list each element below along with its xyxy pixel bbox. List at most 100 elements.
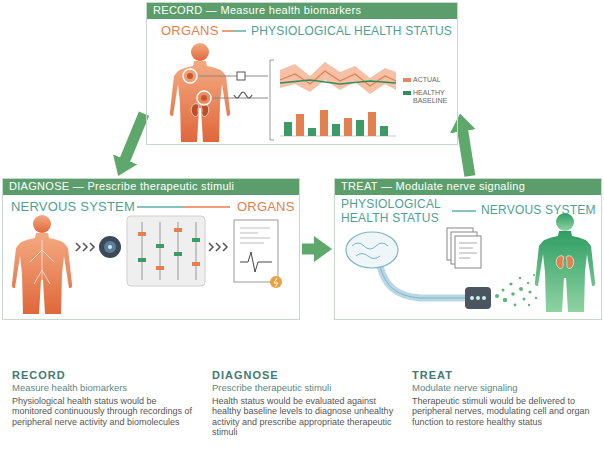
treat-illustration bbox=[465, 287, 491, 309]
treat-illustration bbox=[459, 243, 477, 258]
diagnose-illustration bbox=[156, 244, 164, 248]
treat-illustration bbox=[380, 266, 470, 298]
treat-illustration bbox=[495, 294, 499, 298]
treat-illustration bbox=[519, 277, 522, 280]
record-illustration bbox=[368, 112, 376, 136]
record-illustration bbox=[187, 73, 193, 79]
record-illustration bbox=[211, 98, 268, 99]
treat-illustration bbox=[455, 236, 481, 268]
step-panel: TREAT — Modulate nerve signalingPHYSIOLO… bbox=[334, 178, 602, 320]
panel-heading: ORGANS bbox=[237, 200, 295, 215]
record-illustration bbox=[308, 128, 316, 136]
record-illustration bbox=[170, 43, 230, 142]
record-illustration bbox=[356, 120, 364, 136]
diagnose-illustration bbox=[270, 276, 282, 288]
step-title: DIAGNOSE bbox=[212, 369, 279, 382]
record-illustration bbox=[222, 30, 234, 32]
panel-heading: PHYSIOLOGICAL HEALTH STATUS bbox=[251, 25, 452, 39]
diagnose-illustration bbox=[104, 241, 116, 253]
diagnose-illustration bbox=[192, 238, 200, 242]
record-illustration bbox=[170, 31, 396, 142]
treat-illustration bbox=[556, 256, 574, 269]
treat-illustration bbox=[535, 297, 537, 299]
record-illustration bbox=[191, 104, 209, 117]
treat-illustration bbox=[527, 282, 529, 284]
panel-heading: PHYSIOLOGICAL HEALTH STATUS bbox=[341, 198, 449, 226]
diagnose-illustration bbox=[234, 220, 278, 282]
treat-illustration bbox=[482, 296, 486, 300]
record-illustration bbox=[380, 126, 388, 136]
step-description: Physiological health status would be mon… bbox=[12, 396, 198, 427]
treat-illustration bbox=[533, 274, 535, 276]
treat-illustration bbox=[528, 290, 531, 293]
panel-header: RECORD — Measure health biomarkers bbox=[147, 3, 457, 19]
flow-arrow bbox=[118, 114, 144, 176]
legend-swatch bbox=[403, 91, 411, 95]
diagnose-illustration bbox=[138, 258, 146, 262]
panel-heading: NERVOUS SYSTEM bbox=[11, 200, 135, 215]
diagnose-illustration bbox=[209, 243, 227, 251]
diagnose-illustration bbox=[274, 278, 278, 287]
diagnose-illustration bbox=[138, 232, 146, 236]
treat-illustration bbox=[352, 243, 388, 259]
diagnose-illustration bbox=[192, 262, 200, 266]
treat-illustration bbox=[528, 304, 530, 306]
diagnose-illustration bbox=[174, 252, 182, 256]
diagnose-illustration bbox=[30, 240, 54, 290]
treat-illustration bbox=[502, 289, 505, 292]
treat-illustration bbox=[470, 296, 474, 300]
panel-header: TREAT — Modulate nerve signaling bbox=[335, 179, 601, 195]
treat-illustration bbox=[514, 304, 517, 307]
treat-illustration bbox=[346, 211, 595, 312]
treat-illustration bbox=[380, 266, 470, 298]
panel-header: DIAGNOSE — Prescribe therapeutic stimuli bbox=[3, 179, 299, 195]
diagnose-illustration bbox=[196, 222, 197, 280]
diagnose-illustration bbox=[12, 207, 282, 314]
diagnose-illustration bbox=[160, 222, 161, 280]
diagnose-illustration bbox=[156, 266, 164, 270]
diagnose-illustration bbox=[127, 216, 205, 286]
record-illustration bbox=[284, 122, 292, 136]
diagnose-illustration bbox=[240, 228, 270, 243]
step-title: TREAT bbox=[412, 369, 453, 382]
diagnose-illustration bbox=[184, 206, 230, 208]
step-subtitle: Prescribe therapeutic stimuli bbox=[212, 383, 331, 394]
diagnose-illustration bbox=[240, 252, 272, 272]
step-description: Health status would be evaluated against… bbox=[212, 396, 396, 437]
record-illustration bbox=[197, 76, 268, 77]
treat-illustration bbox=[509, 282, 512, 285]
record-illustration bbox=[234, 30, 246, 32]
record-illustration bbox=[270, 60, 274, 140]
flow-arrow bbox=[302, 244, 332, 255]
diagnose-illustration bbox=[137, 206, 184, 208]
flow-arrow bbox=[460, 114, 470, 176]
record-illustration bbox=[296, 114, 304, 136]
record-illustration bbox=[197, 91, 211, 105]
treat-illustration bbox=[495, 274, 537, 306]
diagnose-illustration bbox=[76, 243, 94, 251]
record-illustration bbox=[201, 95, 207, 101]
treat-illustration bbox=[346, 232, 398, 268]
treat-illustration bbox=[452, 210, 476, 212]
record-illustration bbox=[344, 118, 352, 136]
diagnose-illustration bbox=[12, 215, 72, 314]
record-illustration bbox=[280, 71, 396, 86]
record-illustration bbox=[234, 92, 252, 98]
record-illustration bbox=[280, 80, 396, 84]
treat-illustration bbox=[519, 287, 523, 291]
step-panel: RECORD — Measure health biomarkersORGANS… bbox=[146, 2, 458, 145]
step-subtitle: Measure health biomarkers bbox=[12, 383, 127, 394]
treat-illustration bbox=[535, 213, 595, 312]
treat-illustration bbox=[523, 298, 526, 301]
panel-heading: ORGANS bbox=[161, 24, 219, 39]
record-illustration bbox=[237, 72, 245, 80]
diagnose-illustration bbox=[108, 245, 112, 249]
panel-heading: NERVOUS SYSTEM bbox=[481, 204, 596, 218]
legend-label: HEALTHY BASELINE bbox=[413, 89, 457, 104]
diagnose-illustration bbox=[174, 228, 182, 232]
legend-label: ACTUAL bbox=[413, 76, 457, 84]
diagnose-illustration bbox=[142, 222, 143, 280]
diagnose-illustration bbox=[99, 236, 121, 258]
